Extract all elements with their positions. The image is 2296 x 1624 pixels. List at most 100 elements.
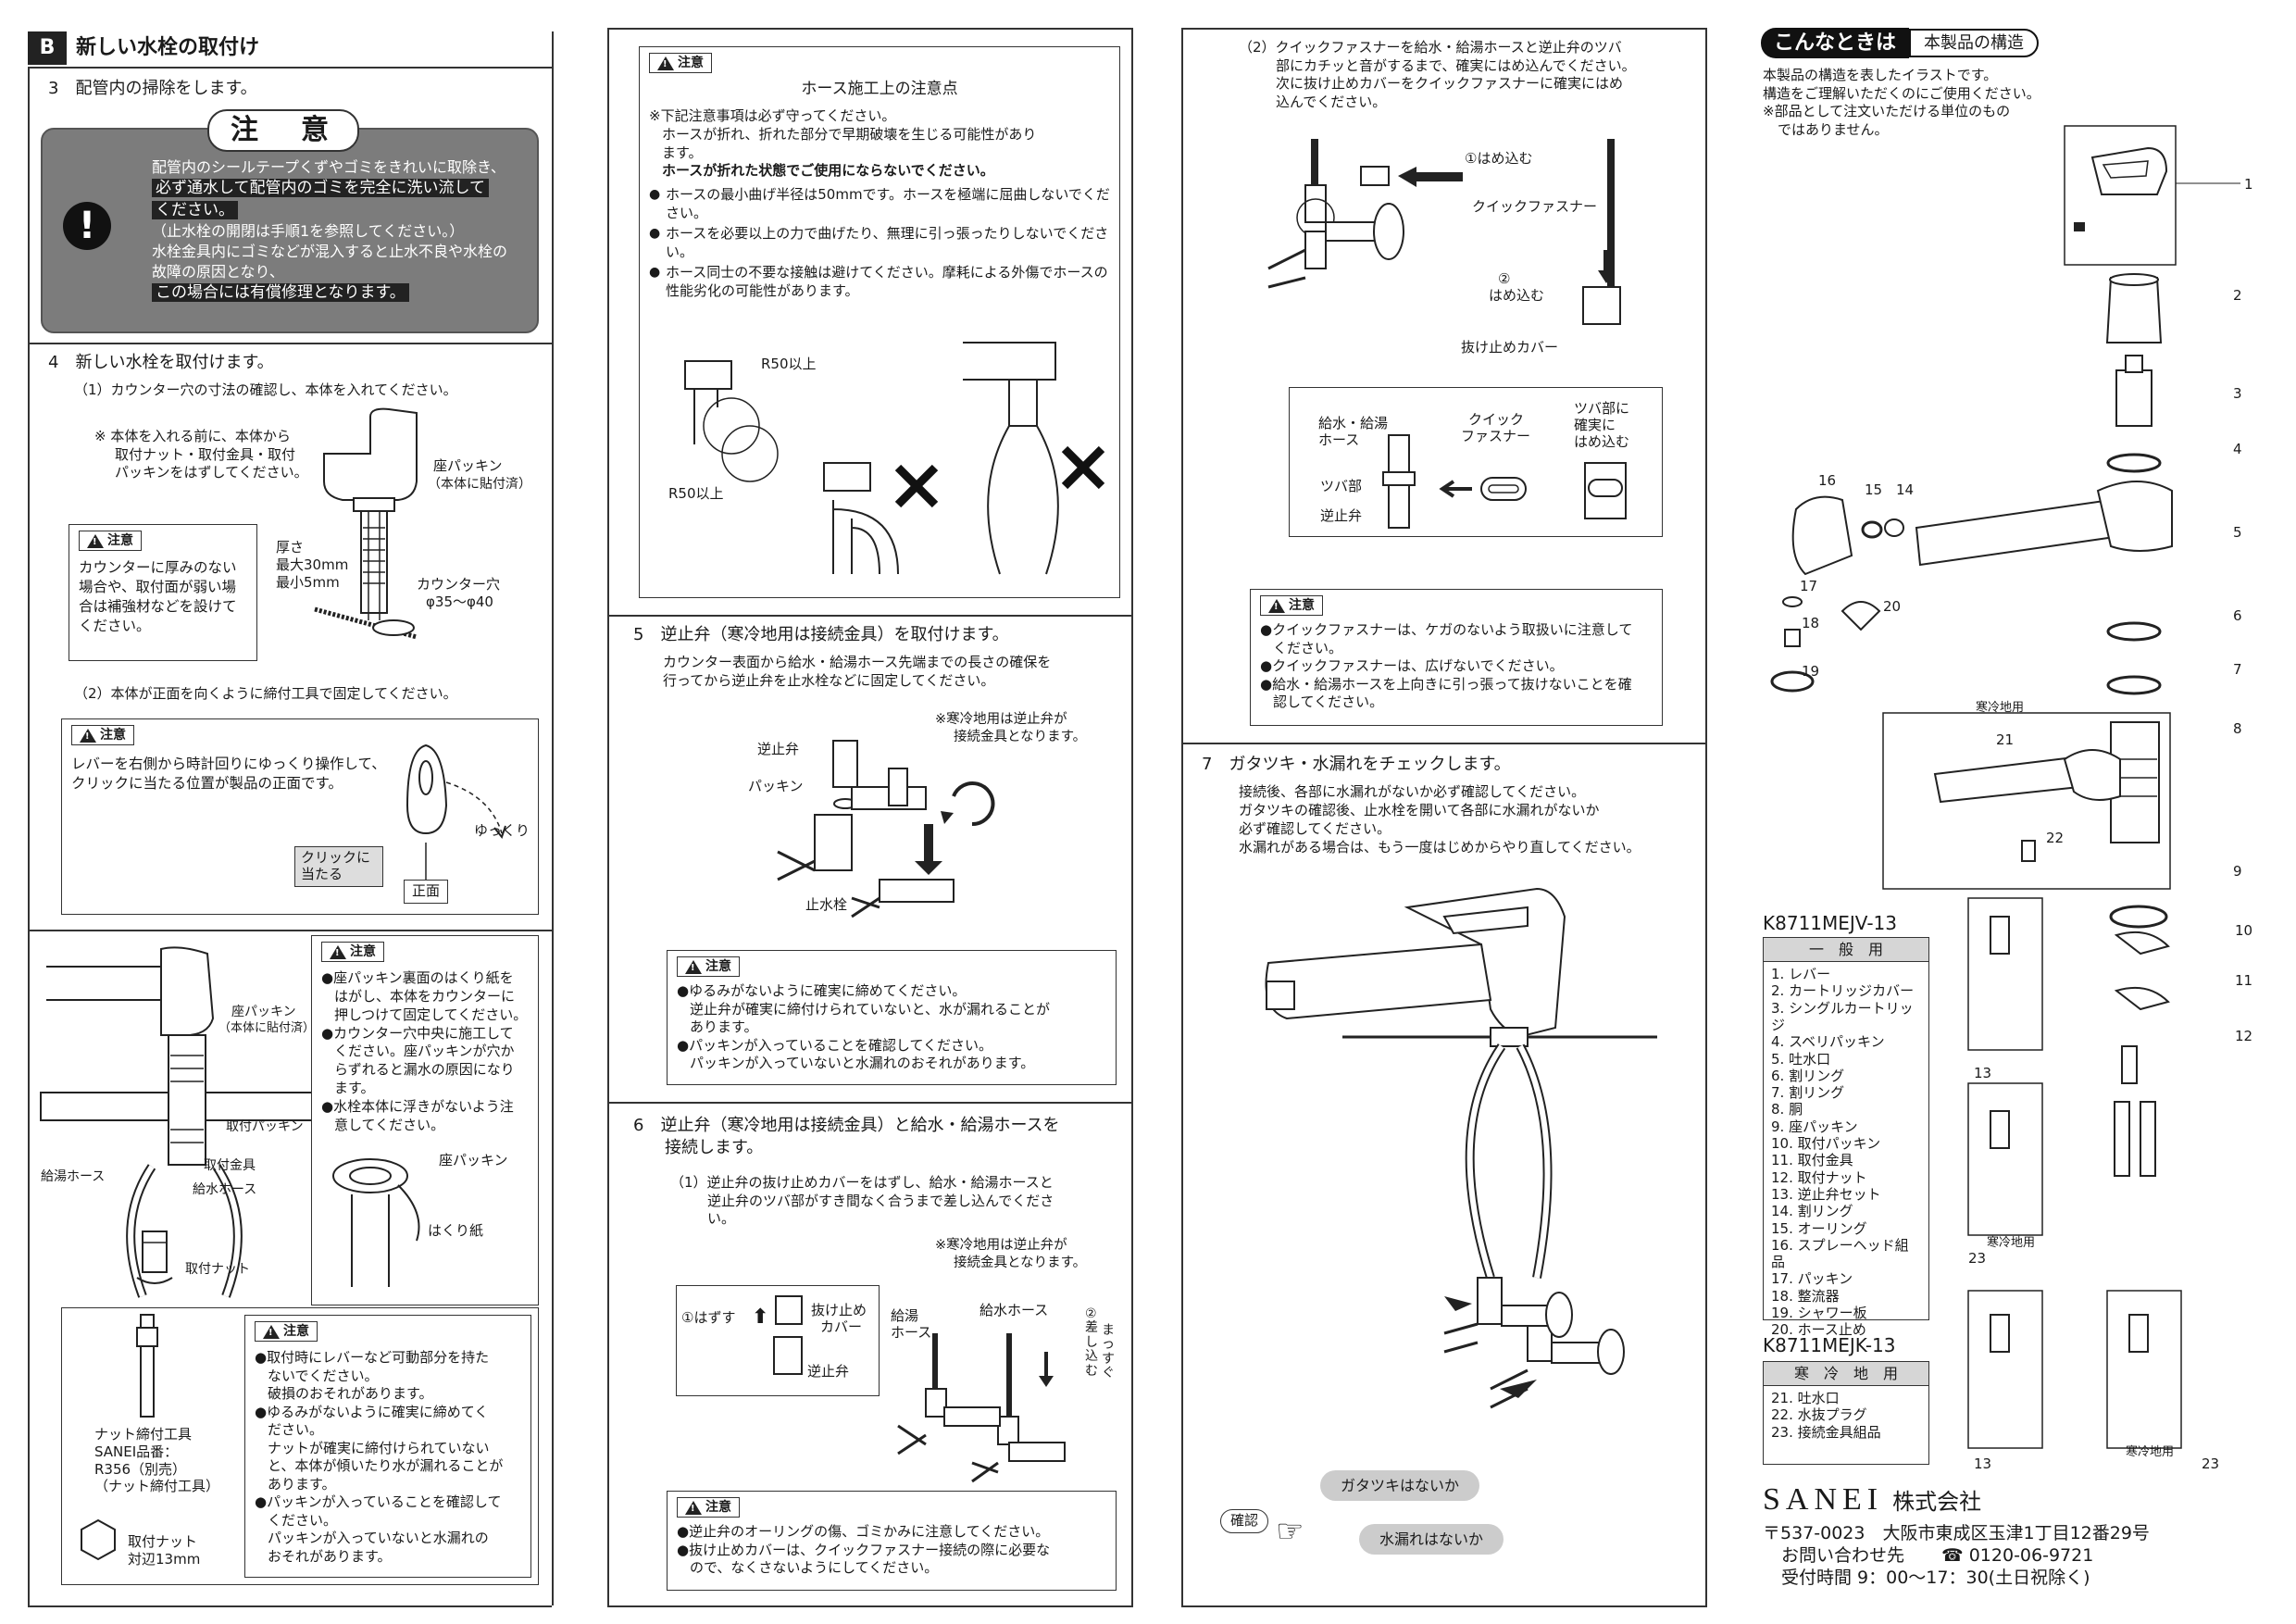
caution-line: 意してください。 (334, 1116, 445, 1133)
part-number: 7 (2233, 661, 2242, 678)
part-number: 16 (1818, 472, 1837, 489)
part-number: 19 (1802, 663, 1820, 680)
caution-line: （止水栓の開閉は手順1を参照してください。） (152, 221, 465, 240)
caution-text: クイックファスナーは、ケガのないよう取扱いに注意して (1272, 621, 1633, 639)
s1-line: い。 (707, 1210, 736, 1227)
label-insert: ② 差 し 込 む (1085, 1306, 1098, 1379)
part-item: 18. 整流器 (1771, 1287, 1840, 1305)
desc-line: 行ってから逆止弁を止水栓などに固定してください。 (663, 671, 995, 689)
parts-list-cold: 寒 冷 地 用 21. 吐水口 22. 水抜プラグ 23. 接続金具組品 (1763, 1361, 1929, 1465)
part-item: 5. 吐水口 (1771, 1050, 1831, 1068)
label-line: （ナット締付工具） (94, 1478, 220, 1495)
caution-tag-label: 注意 (705, 959, 731, 974)
label-char: っ (1102, 1337, 1115, 1353)
caution-line: 場合や、取付面が弱い場 (79, 579, 237, 596)
label-line: R356（別売） (94, 1460, 187, 1478)
s1-line: （1）逆止弁の抜け止めカバーをはずし、給水・給湯ホースと (670, 1174, 1054, 1191)
caution-line: おそれがあります。 (268, 1547, 392, 1565)
label-line: はめ込む (1574, 433, 1630, 450)
s2-line: 次に抜け止めカバーをクイックファスナーに確実にはめ (1276, 75, 1624, 92)
parts-list-general: 一 般 用 1. レバー 2. カートリッジカバー 3. シングルカートリッジ … (1763, 937, 1929, 1338)
desc-line: 水漏れがある場合は、もう一度はじめからやり直してください。 (1239, 838, 1641, 856)
parts-list-body: 1. レバー 2. カートリッジカバー 3. シングルカートリッジ 4. スベリ… (1764, 962, 1928, 1343)
warning-icon (330, 944, 346, 959)
confirm-badge: 確認 (1220, 1509, 1269, 1533)
caution-text: 抜け止めカバーは、クイックファスナー接続の際に必要な (689, 1541, 1051, 1558)
caution-text: ゆるみがないように確実に締めてく (267, 1403, 489, 1420)
warning-icon (685, 1500, 702, 1515)
step6-title: 6 逆止弁（寒冷地用は接続金具）と給水・給湯ホースを 接続します。 (633, 1115, 1060, 1160)
part-item: 1. レバー (1771, 966, 1831, 983)
hose-line: ホースが折れ、折れた部分で早期破壊を生じる可能性があり (662, 125, 1037, 143)
label-remove: ①はずす (681, 1309, 736, 1326)
label-stop-valve: 止水栓 (805, 896, 848, 913)
part-item: 6. 割リング (1771, 1067, 1845, 1084)
caution-seat-packing: 注意 ●座パッキン裏面のはくり紙を はがし、本体をカウンターに 押しつけて固定し… (311, 935, 539, 1305)
warning-icon (657, 56, 674, 70)
step6-s1: （1）逆止弁の抜け止めカバーをはずし、給水・給湯ホースと 逆止弁のツバ部がすき間… (670, 1174, 1054, 1229)
part-number: 13 (1974, 1455, 1992, 1472)
step7-desc: 接続後、各部に水漏れがないか必ず確認してください。 ガタツキの確認後、止水栓を開… (1239, 783, 1641, 857)
label-char: す (1102, 1351, 1115, 1367)
part-number: 21 (1996, 731, 2015, 748)
caution-text: パッキンが入っていることを確認して (267, 1493, 502, 1511)
caution-counter: 注意 カウンターに厚みのない 場合や、取付面が弱い場 合は補強材などを設けて く… (69, 524, 257, 661)
exclamation-icon: ! (63, 202, 111, 250)
bullet-line: ●水栓本体に浮きがないよう注 (321, 1097, 514, 1115)
label-mount-packing: 取付パッキン (226, 1119, 304, 1134)
company-hours: 受付時間 9：00～17：30(土日祝除く) (1781, 1568, 2090, 1588)
col2-divider1 (607, 615, 1133, 617)
label-cold-hose: 給水ホース (193, 1182, 257, 1197)
label-seat-packing-2: 座パッキン (231, 1005, 296, 1019)
check-valve-install-illustration (777, 740, 995, 918)
column-2 (607, 28, 1133, 1607)
part-number: 12 (2235, 1028, 2253, 1044)
part-item: 20. ホース止め (1771, 1321, 1866, 1339)
hose-bullet: ホースの最小曲げ半径は50mmです。ホースを極端に屈曲しないでください。 (649, 186, 1110, 223)
step5-caution: 注意 ●ゆるみがないように確実に締めてください。 逆止弁が確実に締付けられていな… (667, 950, 1117, 1085)
part-number: 22 (2046, 830, 2065, 846)
caution-tag-label: 注意 (350, 944, 376, 959)
desc-line: ガタツキの確認後、止水栓を開いて各部に水漏れがないか (1239, 801, 1600, 818)
label-line: ホース (891, 1324, 932, 1341)
caution-line-hl: ください。 (152, 200, 238, 219)
caution-line: 合は補強材などを設けて (79, 598, 237, 616)
col1-bottom-rule (28, 1605, 552, 1607)
step4-s1: （1）カウンター穴の寸法の確認し、本体を入れてください。 (74, 381, 457, 398)
hose-bullets: ホースの最小曲げ半径は50mmです。ホースを極端に屈曲しないでください。 ホース… (649, 186, 1110, 301)
cover-remove-box (676, 1285, 880, 1396)
label-fit-2: ② はめ込む (1489, 270, 1544, 304)
bullet-line: ●カウンター穴中央に施工して (321, 1024, 514, 1042)
label-char: 差 (1085, 1320, 1098, 1336)
caution-line: レバーを右側から時計回りにゆっくり操作して、 (71, 756, 386, 773)
faucet-install-illustration (323, 407, 418, 620)
label-seat-packing-2-note: （本体に貼付済） (218, 1021, 316, 1035)
label-check-valve-2: 逆止弁 (807, 1363, 850, 1380)
label-seat-packing-3: 座パッキン (439, 1152, 508, 1168)
step3-caution-text: 配管内のシールテープくずやゴミをきれいに取除き、 必ず通水して配管内のゴミを完全… (152, 157, 531, 305)
s1-line: 逆止弁のツバ部がすき間なく合うまで差し込んでくださ (707, 1192, 1054, 1209)
caution-line: パッキンが入っていないと水漏れのおそれがあります。 (690, 1055, 1035, 1072)
note-line: ※寒冷地用は逆止弁が (935, 1238, 1067, 1253)
hex-nut-icon (81, 1518, 116, 1561)
part-item: 8. 胴 (1771, 1101, 1803, 1118)
part-number: 15 (1865, 481, 1883, 498)
caution-line: カウンターに厚みのない (79, 559, 237, 577)
label-line: ファスナー (1461, 428, 1531, 444)
box-label-hose: 給水・給湯 ホース (1318, 415, 1388, 448)
step5-note: ※寒冷地用は逆止弁が 接続金具となります。 (935, 711, 1086, 746)
caution-line: ください。 (1273, 639, 1343, 656)
label-line: ② (1498, 270, 1511, 287)
caution-line: ださい。 (268, 1421, 324, 1439)
note-line: パッキンをはずしてください。 (115, 464, 308, 481)
company-contact: お問い合わせ先 ☎ 0120-06-9721 (1781, 1544, 2093, 1568)
caution-line: 認してください。 (1273, 693, 1384, 711)
warning-icon (685, 959, 702, 974)
note-line: ※ 本体を入れる前に、本体から (94, 428, 291, 444)
warning-icon (1268, 598, 1285, 613)
caution-text: クイックファスナーは、広げないでください。 (1272, 657, 1564, 675)
front-label-box: 正面 (404, 880, 449, 904)
caution-line: あります。 (268, 1475, 336, 1493)
caution-line: 逆止弁が確実に締付けられていないと、水が漏れることが (690, 1000, 1050, 1018)
part-number: 11 (2235, 972, 2253, 989)
